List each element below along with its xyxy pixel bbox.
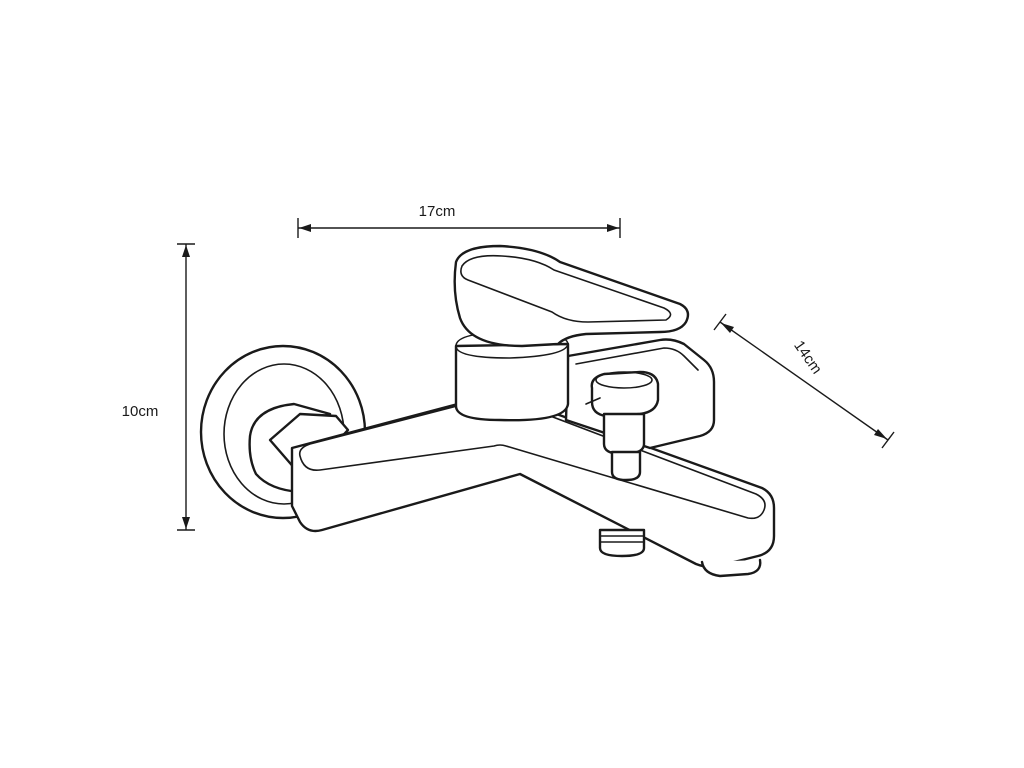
diverter-knob-cap [590,370,660,418]
diverter-knob [585,370,660,482]
depth-dimension-tick-start [713,313,727,331]
depth-dimension-label: 14cm [790,338,825,378]
height-arrow-bottom-icon [182,517,190,529]
width-arrow-left-icon [299,224,311,232]
diverter-knob-pin [585,397,601,405]
faucet-illustration [199,244,776,578]
diverter-knob-tip [610,450,642,482]
lever-base-cylinder [454,342,570,422]
lever-top-face [460,254,672,323]
width-arrow-right-icon [607,224,619,232]
height-dimension-label: 10cm [122,403,159,420]
depth-dimension-line [719,321,889,441]
width-dimension-label: 17cm [419,203,456,220]
lever-top [453,244,690,348]
threaded-outlet-body [598,528,646,558]
spout-outlet [700,558,762,578]
cartridge-housing-edge [575,347,699,371]
diverter-knob-top [595,371,653,389]
depth-arrow-end-icon [874,429,887,439]
threaded-outlet [598,528,646,558]
height-arrow-top-icon [182,245,190,257]
depth-dimension: 14cm [713,313,895,449]
diverter-knob-stem [602,412,646,456]
height-dimension: 10cm [122,243,195,531]
faucet-body-top-face [298,396,766,520]
depth-arrow-start-icon [721,323,734,333]
lever-handle [453,244,690,422]
width-dimension: 17cm [297,203,621,238]
depth-dimension-tick-end [881,431,895,449]
